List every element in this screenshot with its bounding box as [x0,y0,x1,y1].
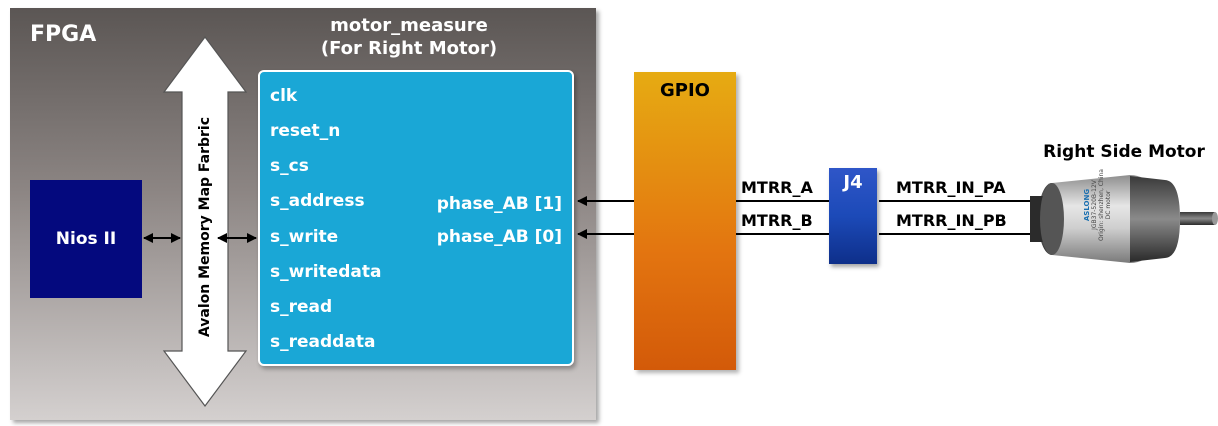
motor-sticker-type: DC motor [1105,190,1112,220]
signal-mtrr-in-pa: MTRR_IN_PA [896,178,1006,197]
port-s-writedata: s_writedata [270,262,382,282]
nios-ii-block: Nios II [30,180,142,298]
port-s-write: s_write [270,227,339,247]
signal-mtrr-in-pb: MTRR_IN_PB [896,211,1007,230]
avalon-bus-arrow [162,35,248,408]
signal-mtrr-b: MTRR_B [741,211,813,230]
port-clk: clk [270,86,298,106]
motor-measure-title-line1: motor_measure [330,15,488,36]
port-reset-n: reset_n [270,121,341,141]
j4-label: J4 [843,172,863,193]
signal-mtrr-a: MTRR_A [741,178,813,197]
gpio-bar [634,72,736,370]
port-s-read: s_read [270,297,333,317]
port-s-address: s_address [270,191,365,211]
fpga-label: FPGA [30,22,97,47]
avalon-bus-label: Avalon Memory Map Farbric [197,116,213,338]
motor-illustration [1030,175,1218,263]
motor-measure-block: clk reset_n s_cs s_address s_write s_wri… [258,70,574,366]
motor-sticker-origin: Origin: shenzhen, China [1098,169,1105,241]
j4-connector [829,168,877,264]
nios-ii-label: Nios II [55,229,117,249]
port-phase-ab-0: phase_AB [0] [436,227,562,247]
motor-measure-title: motor_measure (For Right Motor) [292,14,526,60]
motor-sticker-model: JGB37-520B-12V [1091,180,1098,230]
port-s-readdata: s_readdata [270,332,376,352]
motor-sticker-brand: ASLONG [1083,188,1091,222]
gpio-label: GPIO [660,80,710,101]
motor-measure-title-line2: (For Right Motor) [320,38,498,59]
motor-sticker: ASLONG JGB37-520B-12V Origin: shenzhen, … [1083,165,1112,245]
port-phase-ab-1: phase_AB [1] [436,194,562,214]
port-s-cs: s_cs [270,156,309,176]
motor-title: Right Side Motor [1043,142,1205,162]
